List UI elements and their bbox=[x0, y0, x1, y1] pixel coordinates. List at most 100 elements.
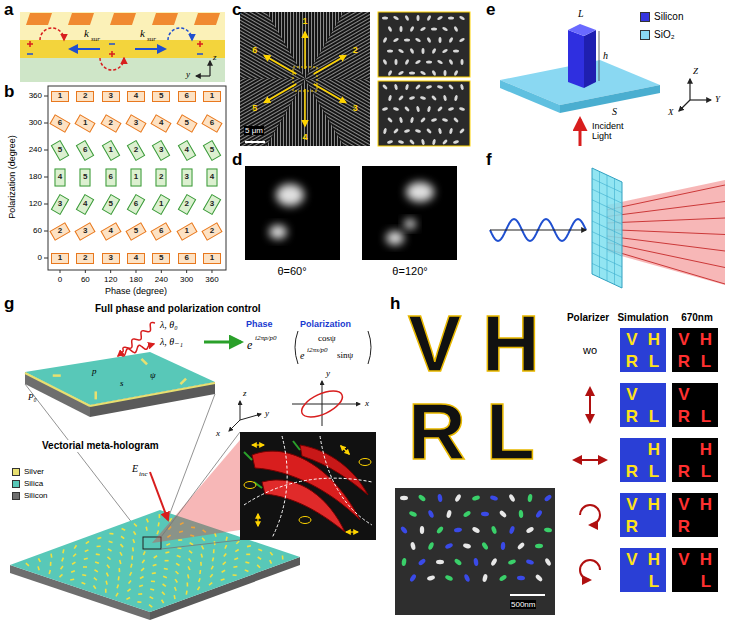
antenna-bar bbox=[105, 581, 108, 585]
tick-mark bbox=[211, 270, 212, 273]
legend-text: Silicon bbox=[24, 491, 48, 500]
tick-label: 240 bbox=[29, 145, 42, 154]
nano-antenna bbox=[454, 493, 462, 502]
nano-antenna bbox=[410, 117, 414, 124]
box-number: 6 bbox=[184, 254, 188, 262]
nano-antenna bbox=[410, 542, 416, 551]
box-number: 1 bbox=[210, 254, 214, 262]
box-number: 2 bbox=[83, 254, 87, 262]
nano-antenna bbox=[459, 128, 465, 134]
sim-letter: V bbox=[626, 551, 637, 568]
grating-bar bbox=[152, 13, 178, 25]
nano-antenna bbox=[426, 128, 432, 134]
antenna-bar bbox=[126, 598, 130, 600]
nano-antenna bbox=[544, 494, 553, 503]
polarizer-label: wo bbox=[583, 344, 597, 357]
box-number: 1 bbox=[108, 146, 112, 154]
antenna-bar bbox=[223, 562, 226, 565]
nano-antenna bbox=[461, 59, 464, 65]
scale-label: 5 μm bbox=[244, 126, 264, 135]
axis-label: x bbox=[216, 428, 220, 438]
nano-antenna bbox=[449, 128, 453, 135]
tick-mark bbox=[44, 96, 48, 97]
pillar-face bbox=[584, 30, 596, 88]
sim-letter: R bbox=[678, 353, 690, 370]
nano-antenna bbox=[400, 26, 403, 32]
axis-label: Y bbox=[715, 94, 720, 104]
panel-letter: e bbox=[486, 0, 495, 20]
nano-antenna bbox=[517, 542, 526, 551]
nano-antenna bbox=[448, 107, 455, 111]
column-header: 670nm bbox=[681, 312, 713, 324]
pillar-face bbox=[568, 30, 584, 88]
slab-top bbox=[25, 352, 215, 405]
simulation-cell bbox=[620, 438, 666, 482]
antenna-bar bbox=[245, 561, 249, 563]
grating-sector bbox=[240, 12, 305, 79]
antenna-bar bbox=[235, 550, 238, 552]
antenna-bar bbox=[173, 595, 175, 599]
axis-arrow bbox=[240, 414, 261, 420]
nano-antenna bbox=[393, 37, 400, 43]
charge-plus bbox=[29, 41, 31, 47]
antenna-bar bbox=[109, 533, 113, 535]
antenna-bar bbox=[178, 539, 182, 541]
phase-pol-box: 5 bbox=[203, 145, 221, 156]
nano-antenna bbox=[398, 48, 405, 54]
antenna-bar bbox=[166, 544, 170, 546]
axis-label: s bbox=[120, 378, 124, 388]
tick-mark bbox=[44, 231, 48, 232]
box-number: 6 bbox=[83, 146, 87, 154]
box-number: 1 bbox=[58, 254, 62, 262]
phase-pol-box: 1 bbox=[178, 226, 196, 237]
antenna-bar bbox=[133, 539, 134, 543]
nano-antenna bbox=[448, 17, 454, 20]
tick-mark bbox=[44, 123, 48, 124]
antenna-bar bbox=[116, 593, 118, 596]
sim-letter: H bbox=[700, 331, 712, 348]
sim-letter: R bbox=[678, 463, 690, 480]
antenna-bar bbox=[225, 537, 227, 541]
sim-letter: V bbox=[626, 496, 637, 513]
zoom-line bbox=[161, 540, 240, 549]
antenna-bar bbox=[145, 527, 147, 531]
big-letter: L bbox=[486, 392, 535, 472]
antenna-bar bbox=[188, 566, 190, 570]
simulation-cell bbox=[620, 328, 666, 372]
phase-pol-box: 3 bbox=[76, 226, 94, 237]
reflected-beam bbox=[152, 440, 240, 543]
sim-letter: L bbox=[649, 463, 659, 480]
antenna-bar bbox=[118, 568, 120, 572]
nano-antenna bbox=[420, 70, 427, 76]
nano-antenna bbox=[415, 84, 421, 90]
nano-antenna bbox=[499, 510, 508, 519]
measurement-cell bbox=[672, 383, 718, 427]
charge-minus bbox=[197, 53, 203, 55]
formula-part: e bbox=[300, 350, 304, 362]
surface-wave-arrow bbox=[70, 48, 100, 50]
axis-arrow bbox=[196, 75, 210, 76]
pepper-stem bbox=[293, 441, 300, 450]
nano-antenna bbox=[446, 510, 452, 519]
axis-arrow bbox=[690, 99, 711, 100]
dimension-line bbox=[599, 31, 600, 81]
measurement-cell bbox=[672, 328, 718, 372]
phase-pol-box: 2 bbox=[51, 226, 69, 237]
box-number: 2 bbox=[83, 92, 87, 100]
formula-part: i2πp/p0 bbox=[255, 334, 276, 342]
antenna-bar bbox=[164, 568, 168, 570]
antenna-bar bbox=[199, 578, 200, 582]
light-spot bbox=[386, 231, 404, 245]
nano-antenna bbox=[409, 26, 415, 33]
axis-label: Z bbox=[693, 66, 698, 76]
nano-antenna bbox=[527, 494, 533, 503]
nano-antenna bbox=[437, 15, 444, 21]
box-number: 4 bbox=[83, 200, 87, 208]
nano-antenna bbox=[535, 509, 543, 518]
tick-label: 60 bbox=[33, 226, 42, 235]
box-number: 4 bbox=[159, 119, 163, 127]
legend-text: Silver bbox=[24, 467, 44, 476]
nano-antenna bbox=[491, 525, 498, 534]
nano-antenna bbox=[426, 15, 432, 22]
nano-antenna bbox=[420, 526, 424, 534]
